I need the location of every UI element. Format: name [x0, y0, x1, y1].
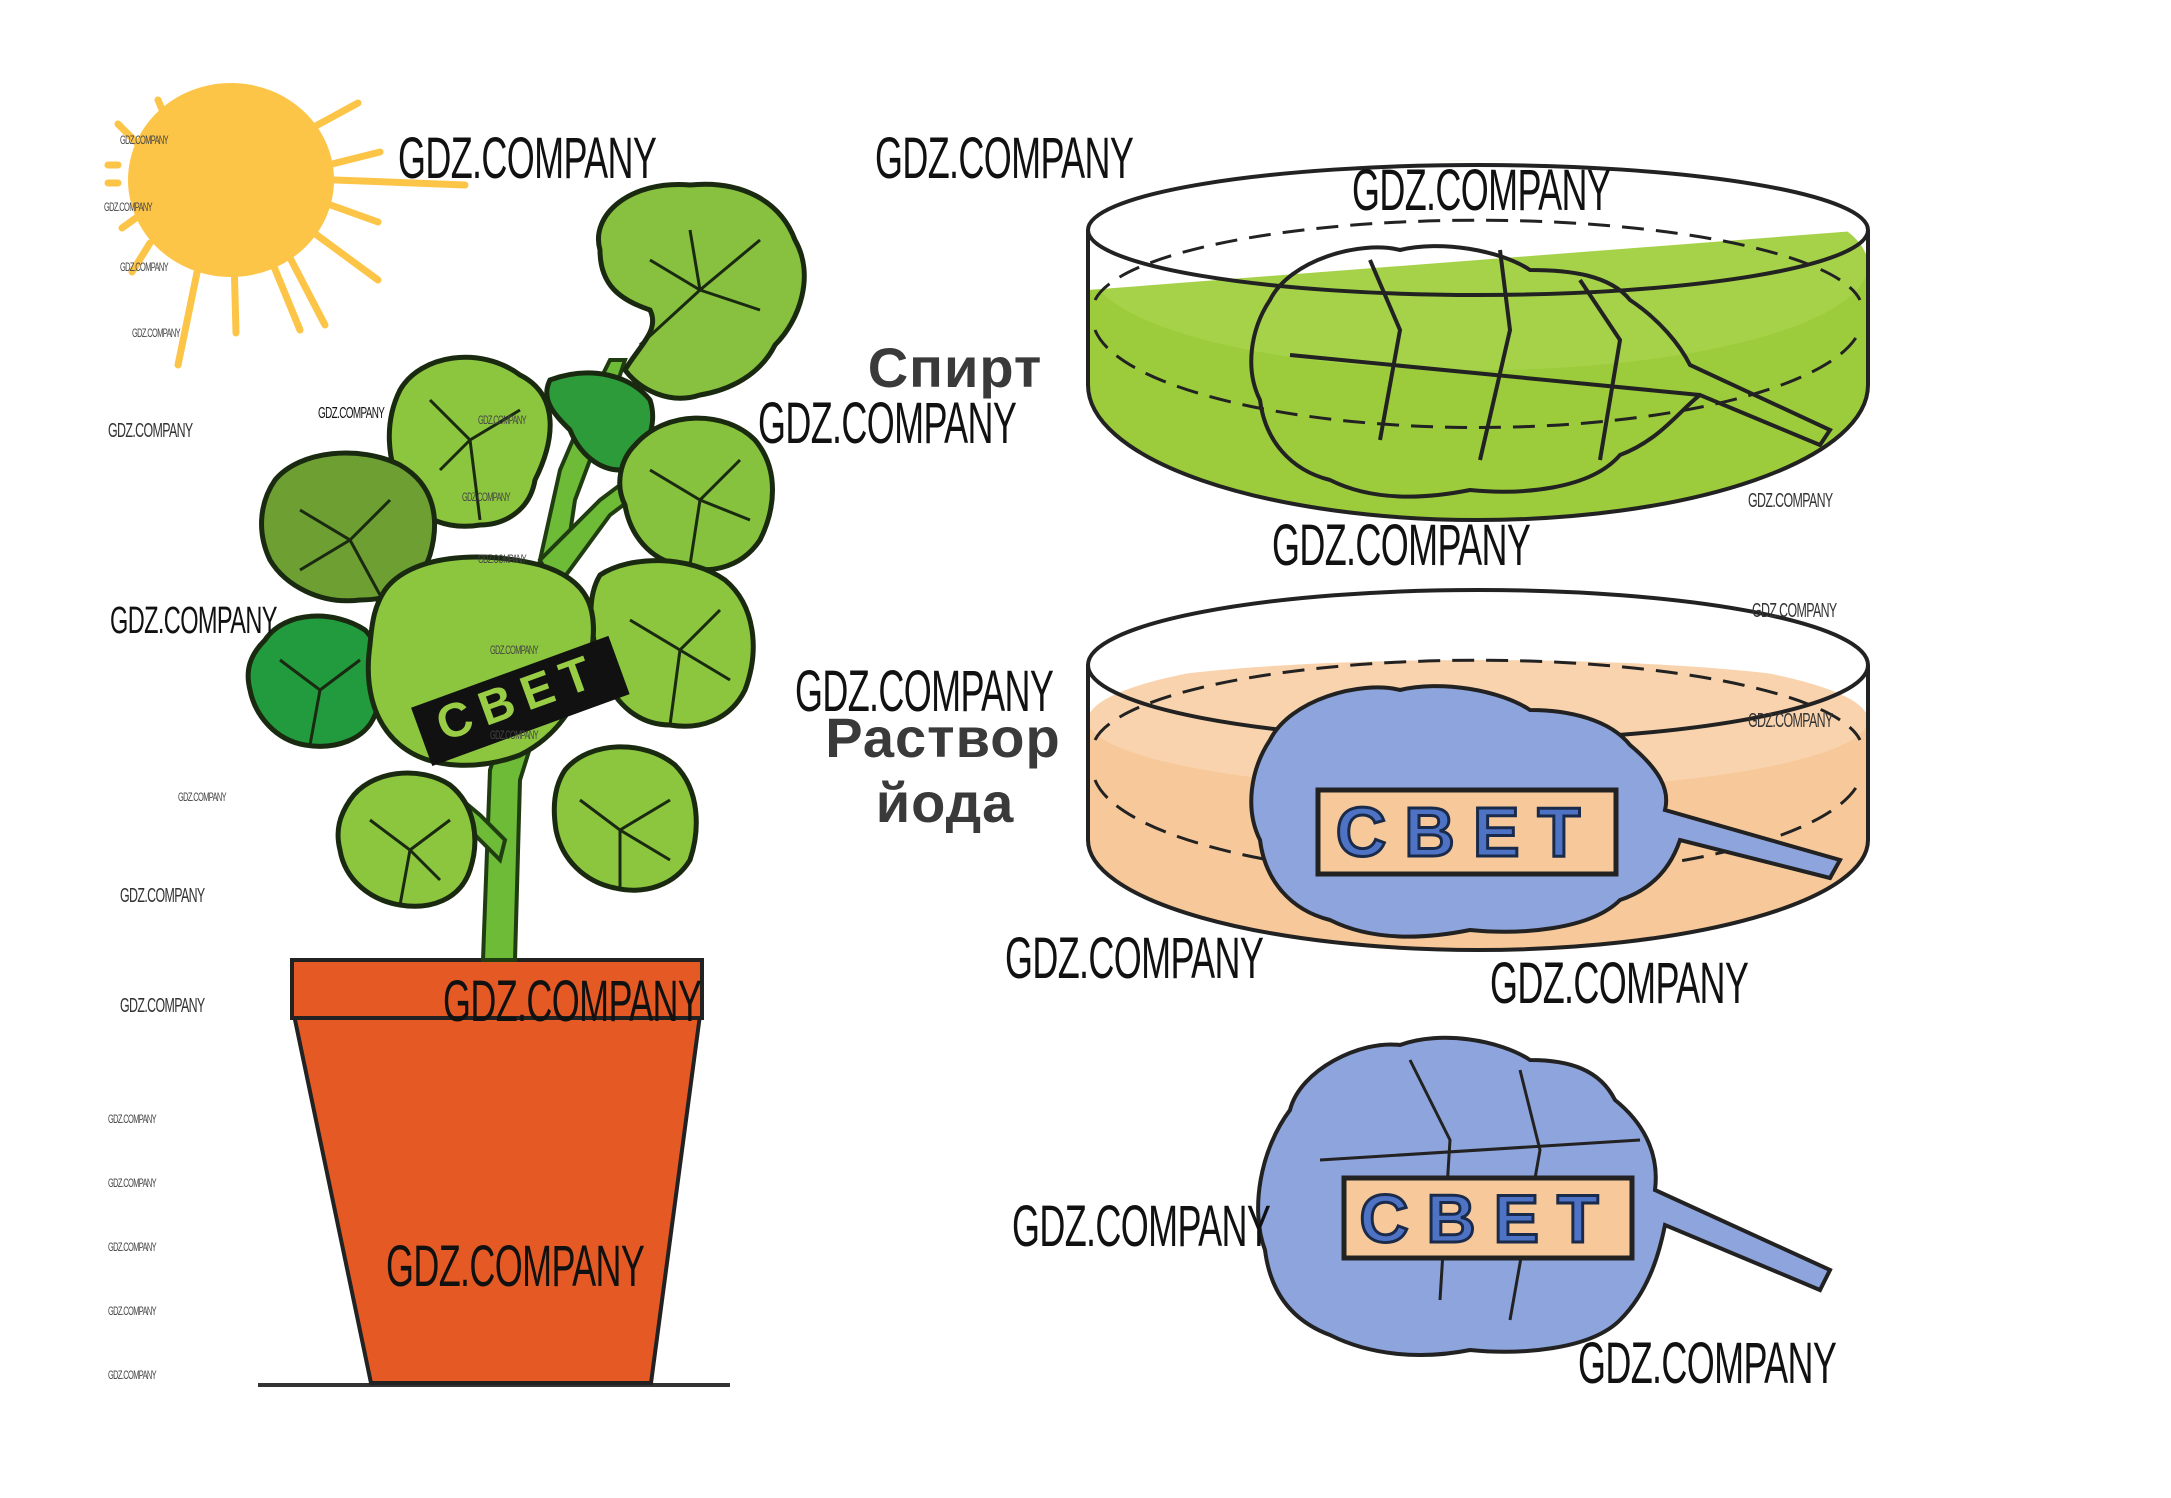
watermark: GDZ.COMPANY	[108, 1112, 157, 1126]
watermark: GDZ.COMPANY	[132, 326, 181, 340]
watermark: GDZ.COMPANY	[386, 1234, 645, 1299]
watermark: GDZ.COMPANY	[1352, 158, 1611, 223]
leaf-in-alcohol	[1249, 244, 1833, 499]
watermark: GDZ.COMPANY	[398, 126, 657, 191]
leaf	[245, 613, 385, 749]
watermark: GDZ.COMPANY	[108, 1240, 157, 1254]
watermark: GDZ.COMPANY	[443, 969, 702, 1034]
leaf	[551, 744, 699, 893]
watermark: GDZ.COMPANY	[120, 995, 205, 1017]
iodine-label-line2: йода	[875, 771, 1015, 834]
final-leaf-mask-label: СВЕТ	[1358, 1180, 1617, 1259]
watermark: GDZ.COMPANY	[490, 643, 539, 657]
watermark: GDZ.COMPANY	[478, 552, 527, 566]
watermark: GDZ.COMPANY	[875, 126, 1134, 191]
watermark: GDZ.COMPANY	[478, 413, 527, 427]
plant-leaves	[245, 181, 807, 909]
watermark: GDZ.COMPANY	[108, 1304, 157, 1318]
leaf	[335, 770, 478, 909]
iodine-label-line1: Раствор	[825, 706, 1061, 769]
watermark: GDZ.COMPANY	[104, 200, 153, 214]
watermark: GDZ.COMPANY	[490, 728, 539, 742]
final-starch-leaf	[1256, 1035, 1833, 1357]
dish-iodine	[1086, 588, 1870, 952]
watermark: GDZ.COMPANY	[462, 490, 511, 504]
flower-pot	[258, 958, 730, 1387]
plant-light-mask	[411, 635, 630, 766]
watermark: GDZ.COMPANY	[178, 790, 227, 804]
watermark: GDZ.COMPANY	[120, 133, 169, 147]
watermark: GDZ.COMPANY	[1752, 600, 1837, 622]
watermark: GDZ.COMPANY	[1005, 926, 1264, 991]
watermark: GDZ.COMPANY	[108, 420, 193, 442]
watermark: GDZ.COMPANY	[1578, 1331, 1837, 1396]
watermark: GDZ.COMPANY	[1272, 513, 1531, 578]
watermark: GDZ.COMPANY	[1490, 951, 1749, 1016]
watermark: GDZ.COMPANY	[108, 1368, 157, 1382]
watermark: GDZ.COMPANY	[795, 659, 1054, 724]
watermark: GDZ.COMPANY	[108, 1176, 157, 1190]
alcohol-label: Спирт	[867, 336, 1043, 399]
sun-icon	[104, 83, 469, 369]
watermark: GDZ.COMPANY	[318, 405, 385, 422]
iodine-mask-box	[1315, 787, 1619, 877]
watermark: GDZ.COMPANY	[1012, 1194, 1271, 1259]
leaf	[617, 415, 775, 573]
watermark: GDZ.COMPANY	[1748, 490, 1833, 512]
watermark: GDZ.COMPANY	[120, 260, 169, 274]
watermark: GDZ.COMPANY	[758, 391, 1017, 456]
watermark: GDZ.COMPANY	[120, 885, 205, 907]
leaf-veins	[279, 229, 761, 906]
watermark: GDZ.COMPANY	[110, 600, 277, 642]
iodine-mask-label: СВЕТ	[1334, 792, 1599, 873]
watermark: GDZ.COMPANY	[1748, 710, 1833, 732]
dish-alcohol	[1086, 160, 1870, 522]
